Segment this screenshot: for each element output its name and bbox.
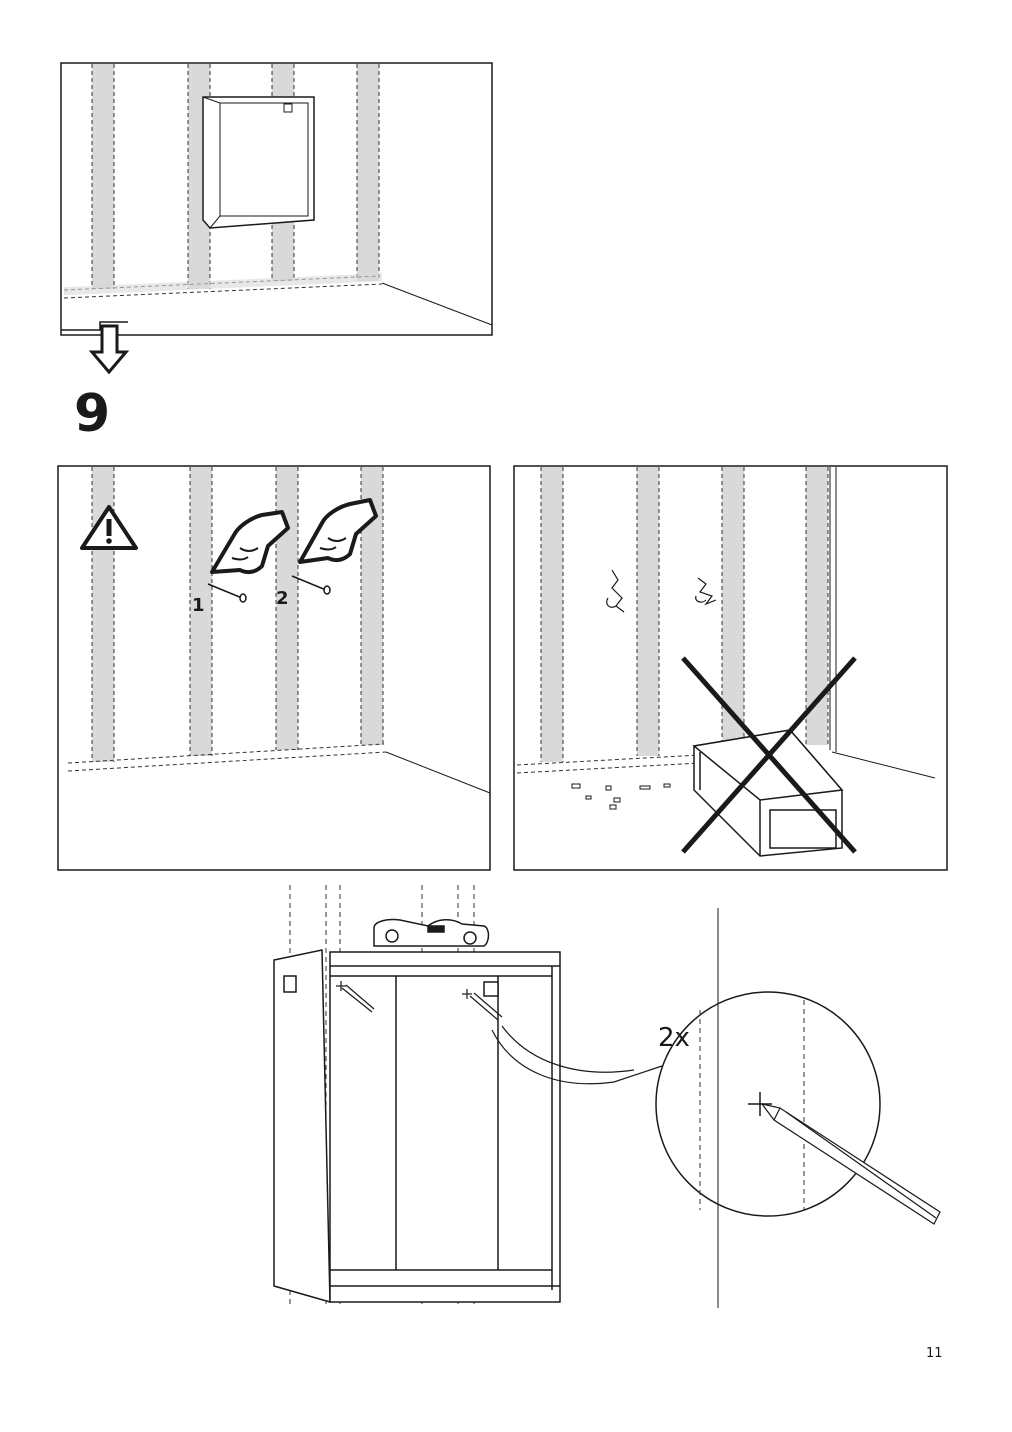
hand-pointing-icon — [298, 498, 378, 564]
debris-icon — [571, 783, 671, 810]
wall-damage-icon — [606, 569, 717, 613]
screw-label-2: 2 — [276, 588, 289, 609]
screw-icon — [291, 575, 331, 595]
cross-out-icon — [681, 656, 857, 854]
screw-label-1: 1 — [192, 595, 205, 616]
marking-illustration: 2x — [273, 885, 941, 1308]
detail-callout — [491, 908, 941, 1308]
step-number: 9 — [74, 384, 111, 444]
wall-studs — [516, 467, 837, 774]
fallen-cabinet — [692, 729, 844, 857]
pencil-icon — [760, 1103, 941, 1225]
pencil-mark-icon — [336, 981, 503, 1021]
wall-cabinet — [202, 96, 315, 229]
page-number: 11 — [926, 1346, 943, 1361]
spirit-level — [373, 918, 490, 947]
top-panel — [60, 62, 493, 336]
next-step-arrow-icon — [61, 321, 130, 375]
cabinet-frame — [273, 949, 561, 1304]
warning-triangle-icon — [80, 505, 138, 550]
screw-icon — [207, 583, 247, 603]
wrong-panel — [513, 465, 948, 871]
hand-pointing-icon — [210, 510, 290, 575]
quantity-label: 2x — [658, 1023, 690, 1053]
warning-panel: 1 2 — [57, 465, 491, 871]
